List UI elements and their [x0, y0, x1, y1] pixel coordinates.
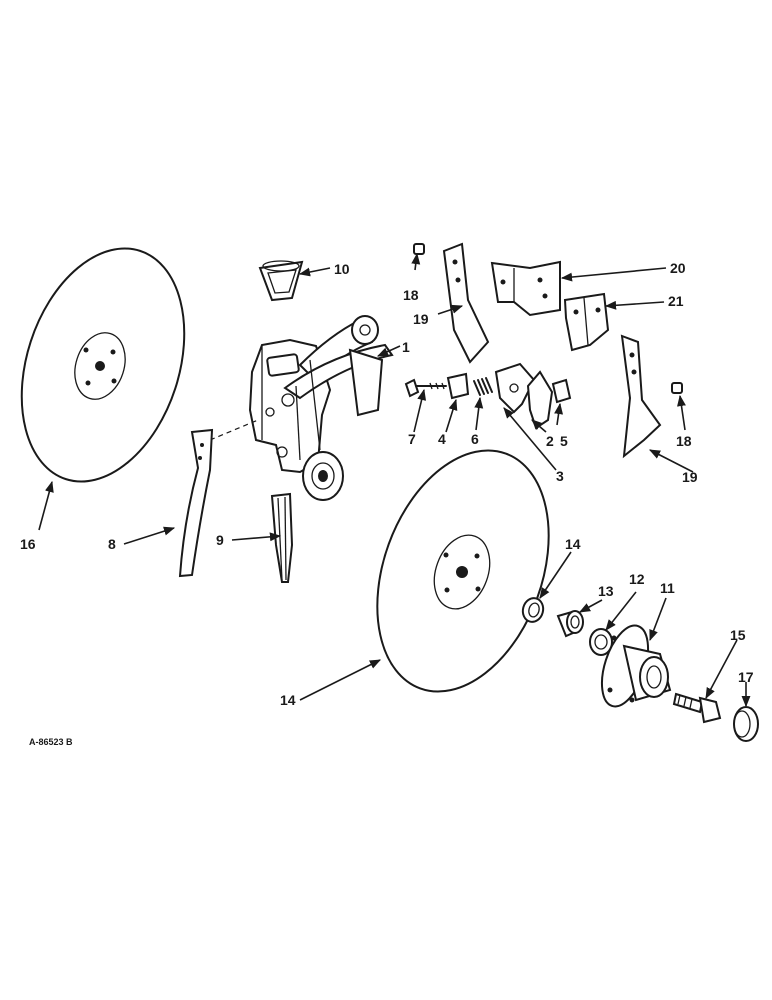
callout-12: 12 [629, 571, 645, 587]
callout-18-right: 18 [676, 433, 692, 449]
callout-15: 15 [730, 627, 746, 643]
callout-13: 13 [598, 583, 614, 599]
callout-11: 11 [660, 580, 675, 596]
callout-14: 14 [565, 536, 581, 552]
drawing-code: A-86523 B [29, 737, 73, 747]
callout-4: 4 [438, 431, 446, 447]
seal-ring [521, 597, 545, 623]
callout-labels: 1 2 3 4 5 6 7 8 9 10 11 12 13 14 14 15 1… [20, 260, 754, 708]
boot-cup [258, 260, 304, 302]
callout-21: 21 [668, 293, 684, 309]
callout-16: 16 [20, 536, 36, 552]
mounting-bracket-lower [563, 292, 610, 352]
hub-bolt [672, 692, 722, 724]
disc-blade-left [20, 247, 186, 483]
callout-8: 8 [108, 536, 116, 552]
callout-19-left: 19 [413, 311, 429, 327]
disc-blade-right [376, 449, 550, 693]
hub [600, 624, 672, 708]
callout-6: 6 [471, 431, 479, 447]
bearing [589, 628, 613, 656]
callout-2: 2 [546, 433, 554, 449]
washer-plate [551, 378, 572, 404]
callout-10: 10 [334, 261, 350, 277]
callout-9: 9 [216, 532, 224, 548]
callout-1: 1 [402, 339, 410, 355]
scraper-blade [178, 428, 214, 578]
callout-3: 3 [556, 468, 564, 484]
alignment-line [209, 419, 259, 441]
callout-17: 17 [738, 669, 754, 685]
callout-14-disc: 14 [280, 692, 296, 708]
mounting-bracket-upper [490, 260, 561, 317]
callout-18-top: 18 [403, 287, 419, 303]
leader-lines [38, 252, 751, 708]
clamp-bracket [526, 370, 554, 430]
callout-19-right: 19 [682, 469, 698, 485]
bolt [404, 378, 447, 398]
dust-cap [733, 706, 759, 742]
nut-right [671, 382, 683, 394]
disc-arm-frame [248, 315, 394, 501]
callout-20: 20 [670, 260, 686, 276]
bushing [556, 610, 584, 638]
seed-tube [270, 492, 294, 583]
spacer-block [446, 372, 470, 400]
shield-bracket-right [620, 334, 662, 459]
shield-bracket-left [442, 242, 490, 364]
spring [473, 377, 493, 396]
callout-7: 7 [408, 431, 416, 447]
clamp-plate [494, 362, 536, 414]
nut-top [413, 243, 425, 255]
callout-5: 5 [560, 433, 568, 449]
